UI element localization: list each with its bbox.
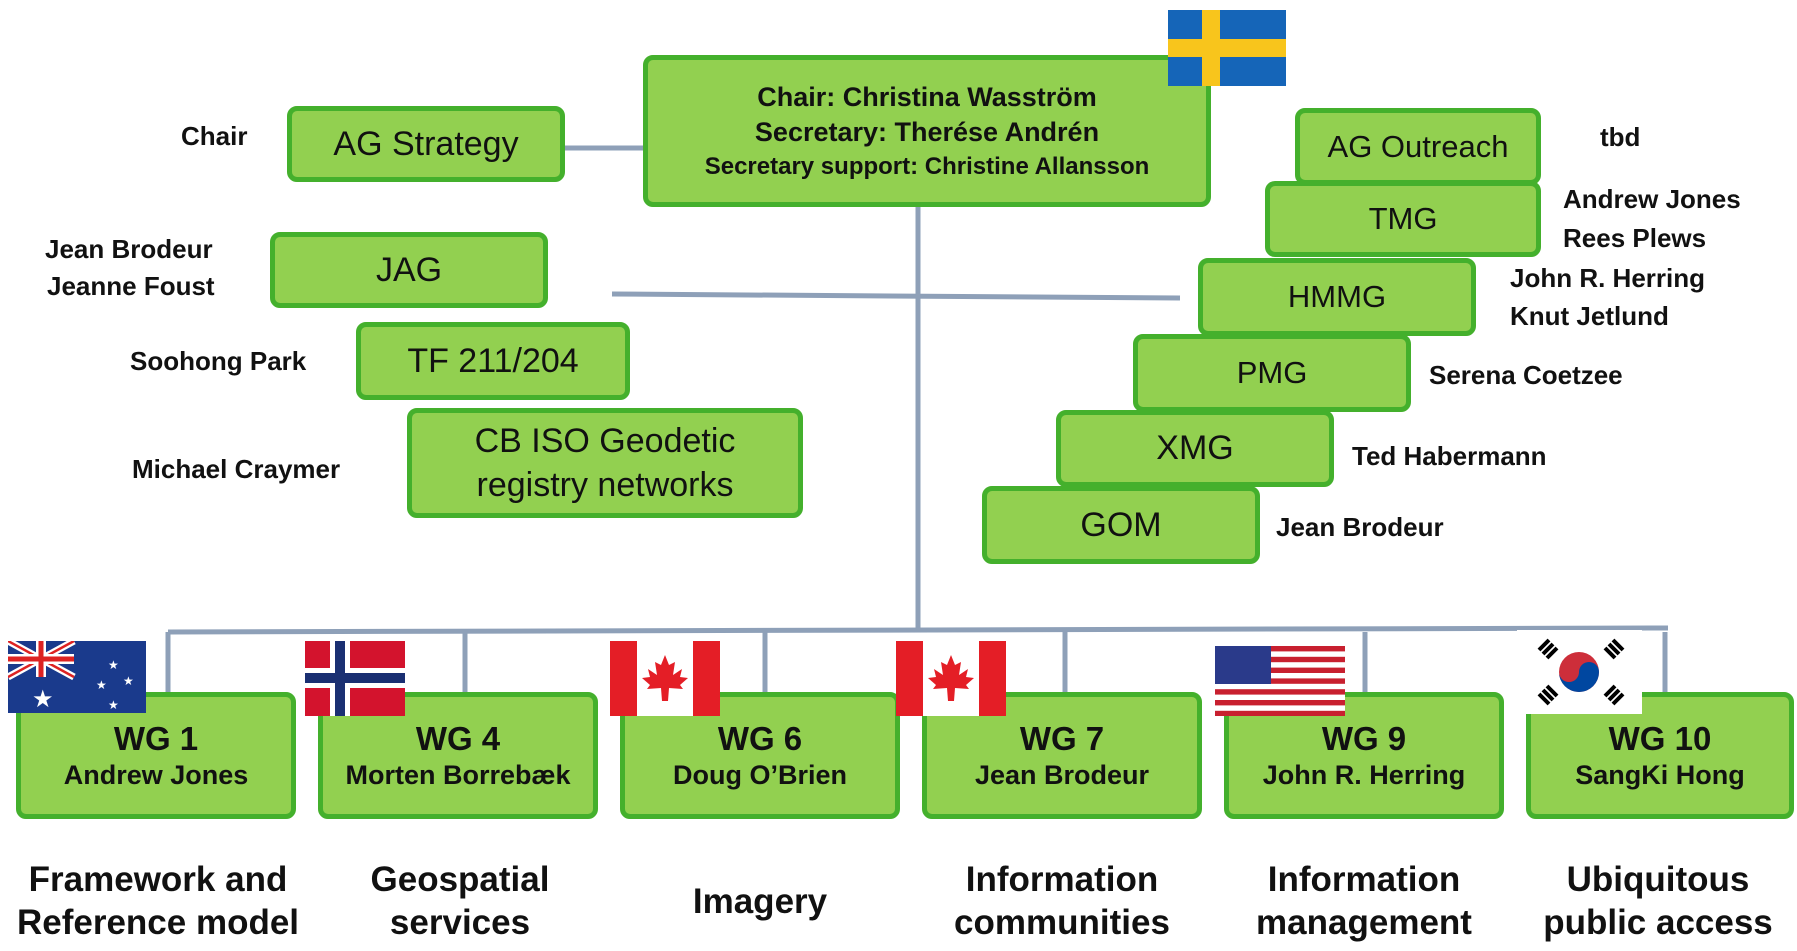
hmmg-leader-1: John R. Herring (1510, 263, 1706, 293)
wg4-convenor: Morten Borrebæk (345, 760, 571, 791)
ag-strategy-label: AG Strategy (333, 124, 519, 163)
wg10-convenor: SangKi Hong (1575, 760, 1745, 791)
wg1-area: Framework and Reference model (8, 858, 308, 944)
australia-flag-icon: ★ ★ ★ ★ ★ (8, 641, 146, 713)
wg1-convenor: Andrew Jones (63, 760, 249, 791)
wg4-area: Geospatial services (320, 858, 600, 944)
pmg-box[interactable]: PMG (1133, 334, 1411, 412)
svg-text:★: ★ (32, 685, 54, 713)
canada-flag-icon (610, 641, 720, 716)
gom-label: GOM (1080, 505, 1162, 544)
wg1-area-line1: Framework and (28, 860, 288, 899)
svg-text:★: ★ (108, 658, 119, 672)
wg1-box[interactable]: WG 1 Andrew Jones (16, 692, 296, 819)
wg1-area-line2: Reference model (16, 903, 300, 942)
wg6-area: Imagery (620, 880, 900, 923)
chair-name: Chair: Christina Wasström (757, 82, 1097, 113)
wg7-area: Information communities (922, 858, 1202, 944)
wg7-area-line1: Information (965, 860, 1159, 899)
secretary-support-name: Secretary support: Christine Allansson (704, 152, 1150, 180)
ag-outreach-leader: tbd (1600, 122, 1641, 152)
hmmg-leader-2: Knut Jetlund (1510, 301, 1669, 331)
korea-flag-icon (1517, 630, 1642, 714)
wg9-id: WG 9 (1321, 720, 1407, 757)
ag-strategy-leader: Chair (181, 121, 248, 151)
xmg-leader: Ted Habermann (1352, 441, 1547, 471)
wg10-area: Ubiquitous public access (1522, 858, 1794, 944)
tf-box[interactable]: TF 211/204 (356, 322, 630, 400)
wg10-area-line1: Ubiquitous (1566, 860, 1750, 899)
cb-label-line1: CB ISO Geodetic (474, 421, 736, 460)
wg7-convenor: Jean Brodeur (974, 760, 1150, 791)
wg4-area-line1: Geospatial (370, 860, 550, 899)
tmg-leader-2: Rees Plews (1563, 223, 1707, 253)
ag-outreach-box[interactable]: AG Outreach (1295, 108, 1541, 185)
tmg-label: TMG (1368, 201, 1438, 236)
jag-leader-1: Jean Brodeur (45, 234, 213, 264)
wg4-id: WG 4 (415, 720, 501, 757)
hmmg-label: HMMG (1287, 279, 1387, 314)
gom-leader: Jean Brodeur (1276, 512, 1444, 542)
ag-strategy-box[interactable]: AG Strategy (287, 106, 565, 182)
hmmg-box[interactable]: HMMG (1198, 258, 1476, 336)
cb-box[interactable]: CB ISO Geodetic registry networks (407, 408, 803, 518)
wg9-convenor: John R. Herring (1262, 760, 1466, 791)
wg7-id: WG 7 (1019, 720, 1105, 757)
wg6-area-line1: Imagery (692, 882, 828, 921)
secretary-name: Secretary: Therése Andrén (754, 117, 1100, 148)
svg-text:★: ★ (96, 678, 107, 692)
wg9-area-line2: management (1256, 903, 1472, 942)
canada-flag-icon-2 (896, 641, 1006, 716)
cb-leader: Michael Craymer (132, 454, 341, 484)
wg7-area-line2: communities (954, 903, 1170, 942)
tf-label: TF 211/204 (407, 341, 579, 380)
pmg-label: PMG (1236, 355, 1308, 390)
xmg-label: XMG (1156, 429, 1234, 467)
jag-label: JAG (375, 250, 443, 289)
jag-box[interactable]: JAG (270, 232, 548, 308)
chair-box[interactable]: Chair: Christina Wasström Secretary: The… (643, 55, 1211, 207)
sweden-flag-icon (1168, 10, 1286, 86)
tmg-box[interactable]: TMG (1265, 181, 1541, 257)
wg6-box[interactable]: WG 6 Doug O’Brien (620, 692, 900, 819)
jag-leader-2: Jeanne Foust (47, 271, 215, 301)
svg-text:★: ★ (123, 674, 134, 688)
tmg-leader-1: Andrew Jones (1563, 184, 1741, 214)
wg6-convenor: Doug O’Brien (673, 760, 847, 791)
usa-flag-icon (1215, 646, 1345, 716)
wg9-area-line1: Information (1267, 860, 1461, 899)
ag-outreach-label: AG Outreach (1327, 128, 1509, 164)
wg10-area-line2: public access (1543, 903, 1773, 942)
xmg-box[interactable]: XMG (1056, 410, 1334, 487)
wg6-id: WG 6 (717, 720, 803, 757)
cb-label-line2: registry networks (476, 466, 734, 504)
wg4-area-line2: services (389, 903, 531, 942)
wg10-id: WG 10 (1608, 720, 1712, 757)
tf-leader: Soohong Park (130, 346, 307, 376)
norway-flag-icon (305, 641, 405, 716)
pmg-leader: Serena Coetzee (1429, 360, 1623, 390)
gom-box[interactable]: GOM (982, 486, 1260, 564)
wg1-id: WG 1 (113, 720, 199, 757)
svg-text:★: ★ (108, 698, 119, 712)
wg9-area: Information management (1224, 858, 1504, 944)
